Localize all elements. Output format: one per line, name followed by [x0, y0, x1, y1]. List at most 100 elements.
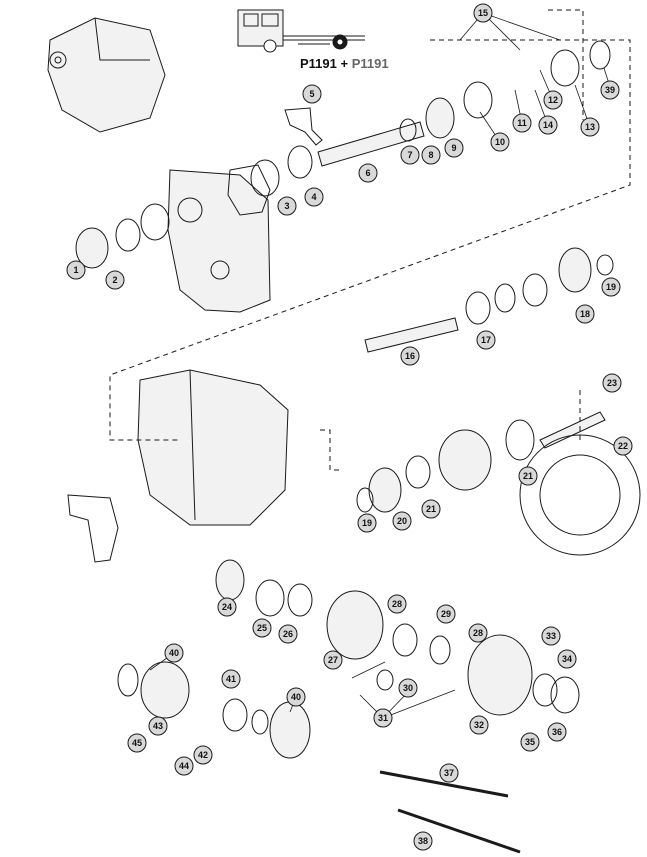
- callout-badge-icon: [387, 594, 407, 614]
- main-shaft: [317, 121, 425, 167]
- callout-badge-icon: [400, 346, 420, 366]
- callout-number: 11: [517, 118, 527, 128]
- callout-badge-icon: [277, 196, 297, 216]
- callout-number: 22: [618, 441, 628, 451]
- callout-badge-icon: [468, 623, 488, 643]
- callout-number: 19: [362, 518, 372, 528]
- callout-badge-icon: [421, 499, 441, 519]
- callout-17: 17: [476, 330, 496, 350]
- callout-number: 36: [552, 727, 562, 737]
- callout-37: 37: [439, 763, 459, 783]
- callout-badge-icon: [518, 466, 538, 486]
- callout-31: 31: [373, 708, 393, 728]
- callout-number: 19: [606, 282, 616, 292]
- transfer-case-housing: [47, 17, 166, 133]
- callout-number: 17: [481, 335, 491, 345]
- callout-40: 40: [286, 687, 306, 707]
- callout-number: 5: [309, 89, 314, 99]
- callout-badge-icon: [398, 678, 418, 698]
- lower-housing: [137, 369, 289, 526]
- callout-number: 16: [405, 351, 415, 361]
- callout-number: 35: [525, 737, 535, 747]
- callout-number: 8: [428, 150, 433, 160]
- callout-number: 38: [418, 836, 428, 846]
- callout-badge-icon: [600, 80, 620, 100]
- callout-40: 40: [164, 643, 184, 663]
- callout-45: 45: [127, 733, 147, 753]
- callout-badge-icon: [538, 115, 558, 135]
- callout-badge-icon: [302, 84, 322, 104]
- callout-badge-icon: [105, 270, 125, 290]
- callout-badge-icon: [580, 117, 600, 137]
- callout-21: 21: [518, 466, 538, 486]
- callout-number: 32: [474, 720, 484, 730]
- callout-7: 7: [400, 145, 420, 165]
- callout-number: 7: [407, 150, 412, 160]
- callout-16: 16: [400, 346, 420, 366]
- pinion-shaft: [539, 411, 606, 449]
- callout-number: 34: [562, 654, 572, 664]
- callout-badge-icon: [543, 90, 563, 110]
- callout-badge-icon: [400, 145, 420, 165]
- callout-number: 12: [548, 95, 558, 105]
- callout-20: 20: [392, 511, 412, 531]
- callout-number: 1: [73, 265, 78, 275]
- callout-19: 19: [357, 513, 377, 533]
- callout-badge-icon: [392, 511, 412, 531]
- callout-number: 39: [605, 85, 615, 95]
- callout-28: 28: [387, 594, 407, 614]
- caption-main: P1191 +: [300, 56, 349, 71]
- callout-number: 33: [546, 631, 556, 641]
- callout-number: 4: [311, 192, 316, 202]
- callout-22: 22: [613, 436, 633, 456]
- callout-8: 8: [421, 145, 441, 165]
- callout-5: 5: [302, 84, 322, 104]
- callout-badge-icon: [520, 732, 540, 752]
- callout-32: 32: [469, 715, 489, 735]
- callout-number: 28: [473, 628, 483, 638]
- callout-badge-icon: [602, 373, 622, 393]
- callout-badge-icon: [323, 650, 343, 670]
- callout-badge-icon: [439, 763, 459, 783]
- callout-badge-icon: [601, 277, 621, 297]
- callout-number: 9: [451, 143, 456, 153]
- callout-13: 13: [580, 117, 600, 137]
- callout-28: 28: [468, 623, 488, 643]
- callout-badge-icon: [557, 649, 577, 669]
- callout-23: 23: [602, 373, 622, 393]
- callout-badge-icon: [436, 604, 456, 624]
- callout-3: 3: [277, 196, 297, 216]
- bearings-and-gears: [75, 40, 641, 759]
- axle-shaft-upper: [379, 770, 509, 798]
- group-outlines: [109, 9, 631, 471]
- callout-number: 21: [426, 504, 436, 514]
- callout-number: 43: [153, 721, 163, 731]
- callout-number: 10: [495, 137, 505, 147]
- callout-number: 6: [365, 168, 370, 178]
- gearbox-housing: [167, 169, 271, 313]
- callout-badge-icon: [221, 669, 241, 689]
- callout-19: 19: [601, 277, 621, 297]
- input-shaft: [364, 317, 459, 353]
- callout-number: 28: [392, 599, 402, 609]
- shift-fork: [284, 107, 323, 146]
- callout-35: 35: [520, 732, 540, 752]
- caption-secondary: P1191: [351, 56, 389, 71]
- callout-34: 34: [557, 649, 577, 669]
- callout-12: 12: [543, 90, 563, 110]
- callout-number: 41: [226, 674, 236, 684]
- callout-18: 18: [575, 304, 595, 324]
- callout-1: 1: [66, 260, 86, 280]
- callout-number: 42: [198, 750, 208, 760]
- callout-number: 31: [378, 713, 388, 723]
- callout-number: 15: [478, 8, 488, 18]
- callout-6: 6: [358, 163, 378, 183]
- callout-badge-icon: [127, 733, 147, 753]
- callout-41: 41: [221, 669, 241, 689]
- cover-plate: [67, 494, 119, 563]
- callout-badge-icon: [357, 513, 377, 533]
- callout-15: 15: [473, 3, 493, 23]
- callout-number: 45: [132, 738, 142, 748]
- callout-badge-icon: [444, 138, 464, 158]
